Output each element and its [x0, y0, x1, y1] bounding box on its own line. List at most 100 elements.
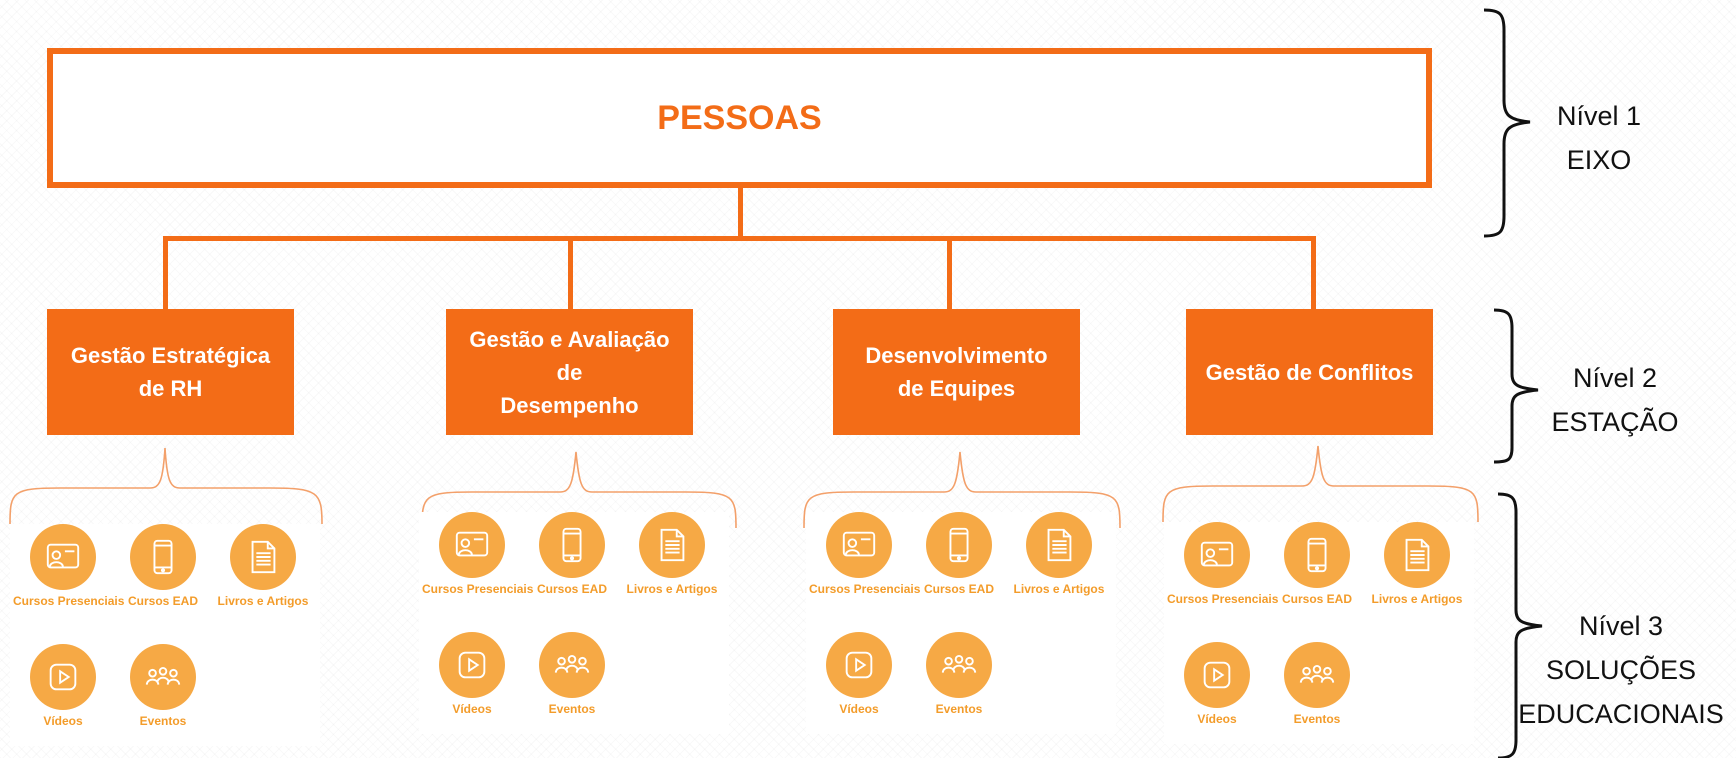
solution-eventos[interactable]: Eventos	[909, 632, 1009, 716]
play-icon	[439, 632, 505, 698]
connector-root-stem	[738, 188, 743, 238]
level-2-line1: Nível 2	[1572, 363, 1658, 393]
play-icon	[30, 644, 96, 710]
document-icon	[639, 512, 705, 578]
solution-caption: Cursos EAD	[923, 582, 994, 596]
solution-videos[interactable]: Vídeos	[809, 632, 909, 716]
station-label-line1: Gestão de Conflitos	[1205, 359, 1414, 385]
solution-caption: Cursos EAD	[536, 582, 607, 596]
smartphone-icon	[926, 512, 992, 578]
root-node-pessoas: PESSOAS	[47, 48, 1432, 188]
solution-caption: Cursos Presenciais	[809, 582, 921, 596]
solution-cursos-presenciais[interactable]: Cursos Presenciais	[13, 524, 125, 608]
solution-caption: Livros e Artigos	[1371, 592, 1463, 606]
level-2-line2: ESTAÇÃO	[1551, 407, 1679, 437]
level-3-line1: Nível 3	[1578, 611, 1664, 641]
solution-livros-artigos[interactable]: Livros e Artigos	[1367, 522, 1467, 606]
people-icon	[130, 644, 196, 710]
level-1-line1: Nível 1	[1556, 101, 1642, 131]
presentation-icon	[826, 512, 892, 578]
solution-caption: Cursos EAD	[127, 594, 198, 608]
presentation-icon	[30, 524, 96, 590]
solution-cursos-ead[interactable]: Cursos EAD	[1267, 522, 1367, 606]
people-icon	[539, 632, 605, 698]
solution-caption: Cursos Presenciais	[1167, 592, 1279, 606]
solution-caption: Eventos	[935, 702, 983, 716]
solution-caption: Cursos Presenciais	[13, 594, 125, 608]
solution-cursos-presenciais[interactable]: Cursos Presenciais	[1167, 522, 1279, 606]
solution-caption: Vídeos	[1197, 712, 1237, 726]
play-icon	[826, 632, 892, 698]
solution-videos[interactable]: Vídeos	[422, 632, 522, 716]
solution-cursos-ead[interactable]: Cursos EAD	[522, 512, 622, 596]
solution-livros-artigos[interactable]: Livros e Artigos	[622, 512, 722, 596]
station-label-line1: Gestão e Avaliação de	[469, 326, 670, 385]
solution-cursos-ead[interactable]: Cursos EAD	[113, 524, 213, 608]
level-1-label: Nível 1 EIXO	[1534, 94, 1664, 182]
solution-livros-artigos[interactable]: Livros e Artigos	[213, 524, 313, 608]
document-icon	[1384, 522, 1450, 588]
solution-caption: Vídeos	[43, 714, 83, 728]
solution-videos[interactable]: Vídeos	[1167, 642, 1267, 726]
solution-caption: Eventos	[548, 702, 596, 716]
solution-cursos-presenciais[interactable]: Cursos Presenciais	[422, 512, 534, 596]
station-label-line1: Desenvolvimento	[865, 343, 1048, 368]
connector-drop-3	[947, 236, 952, 309]
station-label-line2: de RH	[138, 376, 203, 401]
station-label-line1: Gestão Estratégica	[70, 343, 271, 368]
presentation-icon	[439, 512, 505, 578]
solution-caption: Cursos Presenciais	[422, 582, 534, 596]
station-gestao-conflitos: Gestão de Conflitos	[1186, 309, 1433, 435]
solution-eventos[interactable]: Eventos	[113, 644, 213, 728]
level-3-line3: EDUCACIONAIS	[1518, 699, 1724, 729]
station-label-line2: Desempenho	[500, 392, 639, 418]
people-icon	[926, 632, 992, 698]
connector-drop-2	[568, 236, 573, 309]
solution-caption: Vídeos	[839, 702, 879, 716]
solution-caption: Livros e Artigos	[626, 582, 718, 596]
smartphone-icon	[1284, 522, 1350, 588]
document-icon	[1026, 512, 1092, 578]
play-icon	[1184, 642, 1250, 708]
smartphone-icon	[130, 524, 196, 590]
station-gestao-avaliacao: Gestão e Avaliação de Desempenho	[446, 309, 693, 435]
solution-caption: Vídeos	[452, 702, 492, 716]
level-1-line2: EIXO	[1566, 145, 1632, 175]
connector-drop-1	[163, 236, 168, 309]
solution-livros-artigos[interactable]: Livros e Artigos	[1009, 512, 1109, 596]
solution-cursos-ead[interactable]: Cursos EAD	[909, 512, 1009, 596]
people-icon	[1284, 642, 1350, 708]
solution-eventos[interactable]: Eventos	[1267, 642, 1367, 726]
level-3-line2: SOLUÇÕES	[1545, 655, 1697, 685]
level-brace-3	[1497, 492, 1543, 758]
solution-caption: Livros e Artigos	[217, 594, 309, 608]
solution-cursos-presenciais[interactable]: Cursos Presenciais	[809, 512, 921, 596]
group-brace-2	[421, 451, 737, 529]
level-brace-2	[1493, 308, 1539, 464]
connector-horizontal	[163, 236, 1316, 241]
document-icon	[230, 524, 296, 590]
presentation-icon	[1184, 522, 1250, 588]
group-brace-1	[9, 447, 323, 525]
level-2-label: Nível 2 ESTAÇÃO	[1540, 356, 1690, 444]
solution-eventos[interactable]: Eventos	[522, 632, 622, 716]
solution-caption: Eventos	[139, 714, 187, 728]
root-title: PESSOAS	[657, 98, 822, 137]
group-brace-4	[1162, 445, 1479, 523]
group-brace-3	[803, 451, 1121, 529]
station-label-line2: de Equipes	[897, 376, 1016, 401]
smartphone-icon	[539, 512, 605, 578]
level-brace-1	[1483, 8, 1531, 238]
solution-caption: Eventos	[1293, 712, 1341, 726]
station-desenvolvimento-equipes: Desenvolvimento de Equipes	[833, 309, 1080, 435]
solution-caption: Livros e Artigos	[1013, 582, 1105, 596]
solution-videos[interactable]: Vídeos	[13, 644, 113, 728]
solution-caption: Cursos EAD	[1281, 592, 1352, 606]
station-gestao-estrategica: Gestão Estratégica de RH	[47, 309, 294, 435]
connector-drop-4	[1311, 236, 1316, 309]
